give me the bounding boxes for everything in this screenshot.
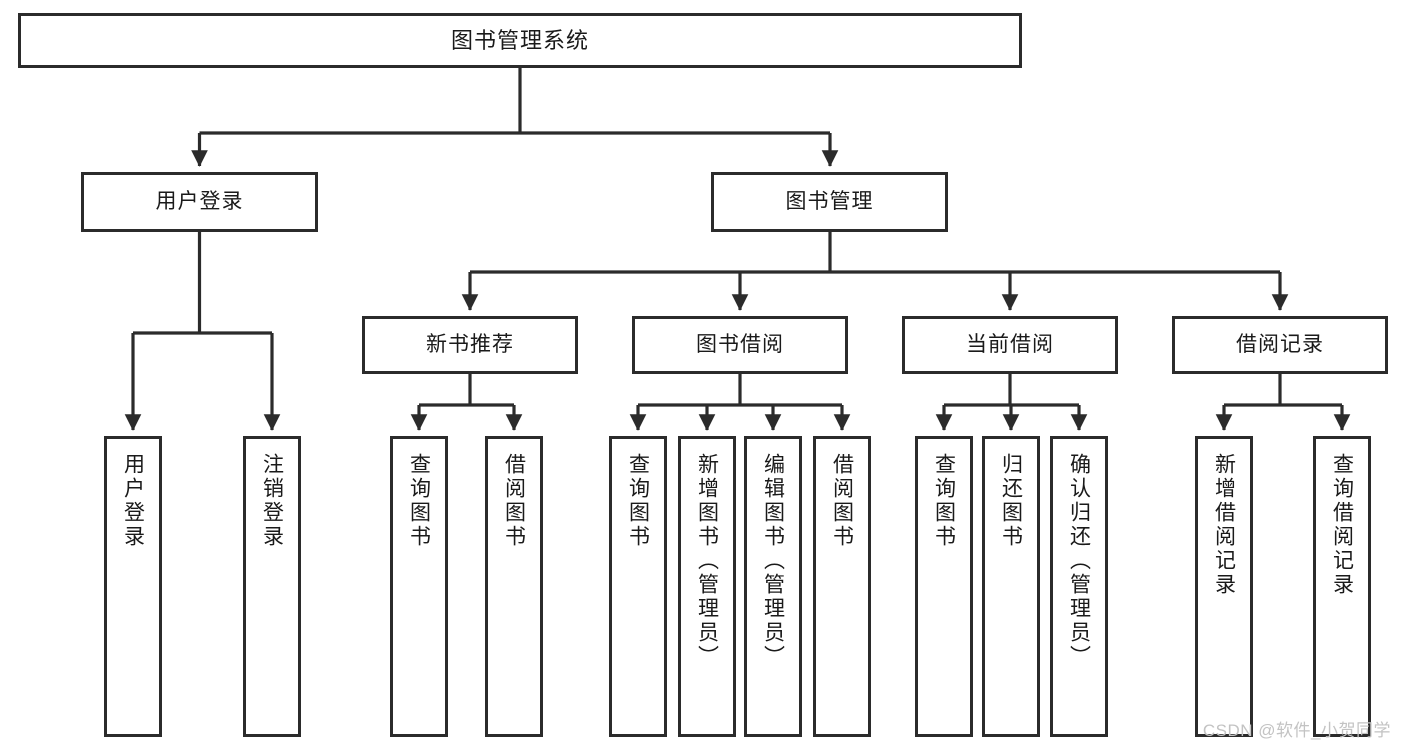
node-leaf-borrow-book-1[interactable]: 借阅图书 [485,436,543,737]
node-leaf-query-record[interactable]: 查询借阅记录 [1313,436,1371,737]
node-leaf-user-login[interactable]: 用户登录 [104,436,162,737]
node-leaf-confirm-return[interactable]: 确认归还（管理员） [1050,436,1108,737]
node-new-book-rec[interactable]: 新书推荐 [362,316,578,374]
node-leaf-query-book-3[interactable]: 查询图书 [915,436,973,737]
node-leaf-query-book-1-label: 查询图书 [407,453,431,549]
node-leaf-confirm-return-label: 确认归还（管理员） [1067,453,1091,669]
node-borrow-record-label: 借阅记录 [1236,332,1324,356]
node-leaf-add-record[interactable]: 新增借阅记录 [1195,436,1253,737]
node-leaf-return-book[interactable]: 归还图书 [982,436,1040,737]
node-leaf-borrow-book-1-label: 借阅图书 [502,453,526,549]
node-leaf-user-login-label: 用户登录 [121,453,145,549]
node-leaf-borrow-book-2[interactable]: 借阅图书 [813,436,871,737]
node-new-book-rec-label: 新书推荐 [426,332,514,356]
node-leaf-query-book-1[interactable]: 查询图书 [390,436,448,737]
node-current-borrow-label: 当前借阅 [966,332,1054,356]
node-leaf-add-record-label: 新增借阅记录 [1212,453,1236,597]
node-book-borrow-label: 图书借阅 [696,332,784,356]
node-leaf-logout-label: 注销登录 [260,453,284,549]
node-leaf-add-book-label: 新增图书（管理员） [695,453,719,669]
node-leaf-add-book[interactable]: 新增图书（管理员） [678,436,736,737]
node-leaf-query-record-label: 查询借阅记录 [1330,453,1354,597]
node-root[interactable]: 图书管理系统 [18,13,1022,68]
watermark: CSDN @软件_小贺同学 [1202,721,1391,740]
node-leaf-logout[interactable]: 注销登录 [243,436,301,737]
node-leaf-edit-book[interactable]: 编辑图书（管理员） [744,436,802,737]
node-borrow-record[interactable]: 借阅记录 [1172,316,1388,374]
node-leaf-borrow-book-2-label: 借阅图书 [830,453,854,549]
node-leaf-edit-book-label: 编辑图书（管理员） [761,453,785,669]
node-root-label: 图书管理系统 [450,27,589,53]
node-leaf-query-book-2[interactable]: 查询图书 [609,436,667,737]
node-leaf-query-book-3-label: 查询图书 [932,453,956,549]
node-user-login[interactable]: 用户登录 [81,172,318,232]
node-current-borrow[interactable]: 当前借阅 [902,316,1118,374]
node-user-login-label: 用户登录 [155,189,244,213]
node-book-manage[interactable]: 图书管理 [711,172,948,232]
node-leaf-query-book-2-label: 查询图书 [626,453,650,549]
node-leaf-return-book-label: 归还图书 [999,453,1023,549]
node-book-borrow[interactable]: 图书借阅 [632,316,848,374]
node-book-manage-label: 图书管理 [785,189,874,213]
